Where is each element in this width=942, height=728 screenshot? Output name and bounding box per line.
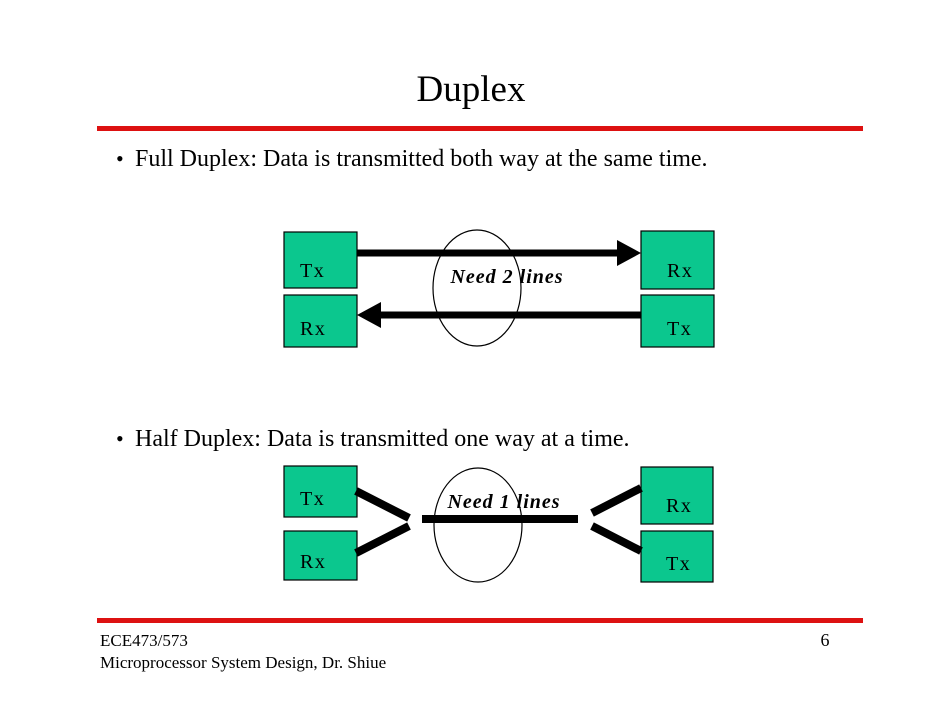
arrow-left-icon bbox=[357, 302, 641, 328]
full-duplex-box-rx-left bbox=[283, 294, 358, 348]
footer: ECE473/573 Microprocessor System Design,… bbox=[100, 630, 386, 674]
half-duplex-diagram: Tx Rx Rx Tx Need 1 lines bbox=[283, 465, 714, 583]
box-label-rx-left: Rx bbox=[300, 318, 326, 340]
box-label-tx-right: Tx bbox=[667, 318, 692, 340]
slide-title: Duplex bbox=[416, 69, 526, 110]
bullet-full-duplex-text: Full Duplex: Data is transmitted both wa… bbox=[135, 146, 708, 172]
need-1-lines-label: Need 1 lines bbox=[446, 491, 560, 513]
box-label-rx-left: Rx bbox=[300, 551, 326, 573]
bullet-half-duplex: • Half Duplex: Data is transmitted one w… bbox=[116, 421, 785, 457]
full-duplex-box-tx-right bbox=[640, 294, 715, 348]
footer-divider-line bbox=[97, 618, 863, 623]
page-number: 6 bbox=[820, 630, 830, 650]
full-duplex-box-rx-right bbox=[640, 230, 715, 290]
half-duplex-box-rx-left bbox=[283, 530, 358, 581]
half-duplex-box-rx-right bbox=[640, 466, 714, 525]
footer-course-code: ECE473/573 bbox=[100, 631, 188, 650]
shared-line bbox=[354, 484, 643, 557]
need-2-lines-label: Need 2 lines bbox=[449, 266, 563, 288]
box-label-tx-right: Tx bbox=[666, 553, 691, 575]
need-1-lines-ellipse bbox=[433, 467, 523, 583]
box-label-rx-right: Rx bbox=[666, 495, 692, 517]
footer-course-title: Microprocessor System Design, Dr. Shiue bbox=[100, 653, 387, 672]
bullet-full-duplex: • Full Duplex: Data is transmitted both … bbox=[116, 141, 785, 177]
arrow-right-icon bbox=[357, 240, 641, 266]
full-duplex-box-tx-left bbox=[283, 231, 358, 289]
bullet-marker: • bbox=[116, 426, 124, 451]
bullet-half-duplex-text: Half Duplex: Data is transmitted one way… bbox=[135, 426, 630, 452]
full-duplex-diagram: Tx Rx Rx Tx Need 2 lines bbox=[283, 229, 715, 348]
box-label-rx-right: Rx bbox=[667, 260, 693, 282]
box-label-tx-left: Tx bbox=[300, 488, 325, 510]
bullet-marker: • bbox=[116, 146, 124, 171]
title-divider-line bbox=[97, 126, 863, 131]
half-duplex-box-tx-right bbox=[640, 530, 714, 583]
need-2-lines-ellipse bbox=[432, 229, 522, 347]
box-label-tx-left: Tx bbox=[300, 260, 325, 282]
